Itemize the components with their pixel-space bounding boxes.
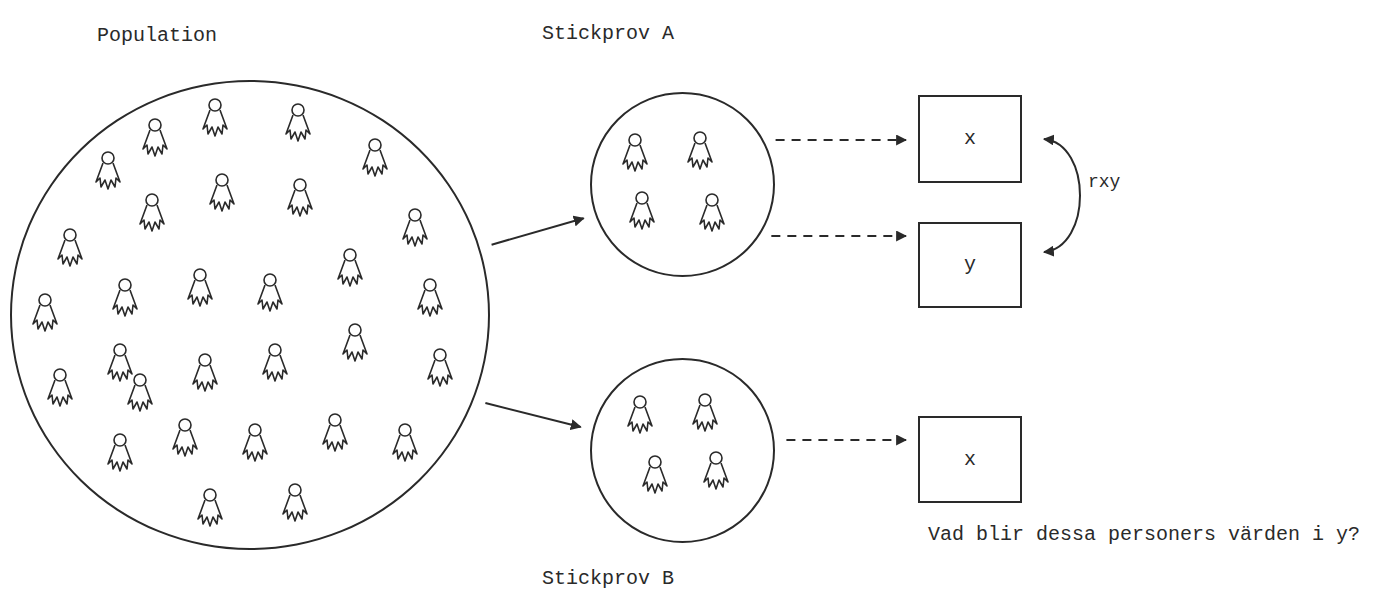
person-figure [108,434,132,471]
group-heading: Stickprov A [542,22,674,45]
person-figure [363,139,387,176]
person-figure [323,414,347,451]
person-figure [173,419,197,456]
person-figure [428,349,452,386]
person-figure [704,452,728,489]
person-figure [198,489,222,526]
person-figure [343,324,367,361]
variable-box: x [918,416,1022,503]
question-note: Vad blir dessa personers värden i y? [928,520,1393,549]
person-figure [643,456,667,493]
variable-box: x [918,95,1022,183]
person-figure [283,484,307,521]
correlation-label: rxy [1086,172,1122,192]
variable-name: y [964,253,976,277]
variable-name: x [964,448,976,472]
variable-box: y [918,222,1022,308]
person-figure [128,374,152,411]
person-figure [48,369,72,406]
person-figure [96,152,120,189]
correlation-arrow [1044,139,1080,252]
person-figure [258,274,282,311]
person-figure [140,194,164,231]
person-figure [403,209,427,246]
person-figure [693,394,717,431]
sample-circle: Population [10,80,490,550]
sampling-arrow [485,403,580,427]
person-figure [243,424,267,461]
person-figure [113,279,137,316]
person-figure [286,104,310,141]
person-figure [700,194,724,231]
person-figure [143,119,167,156]
person-figure [188,269,212,306]
person-figure [210,174,234,211]
sample-circle: Stickprov B [590,358,775,543]
person-figure [628,396,652,433]
person-figure [193,354,217,391]
variable-name: x [964,127,976,151]
person-figure [393,424,417,461]
person-figure [108,344,132,381]
measure-arrow [776,139,906,141]
group-heading: Stickprov B [542,567,674,590]
person-figure [418,279,442,316]
group-heading: Population [97,24,217,47]
person-figure [338,249,362,286]
person-figure [288,179,312,216]
person-figure [623,134,647,171]
sampling-arrow [492,218,584,244]
person-figure [688,132,712,169]
measure-arrow [771,235,906,237]
measure-arrow [786,439,906,441]
sample-circle: Stickprov A [590,92,775,277]
person-figure [630,192,654,229]
person-figure [33,294,57,331]
person-figure [263,344,287,381]
person-figure [203,99,227,136]
person-figure [58,229,82,266]
